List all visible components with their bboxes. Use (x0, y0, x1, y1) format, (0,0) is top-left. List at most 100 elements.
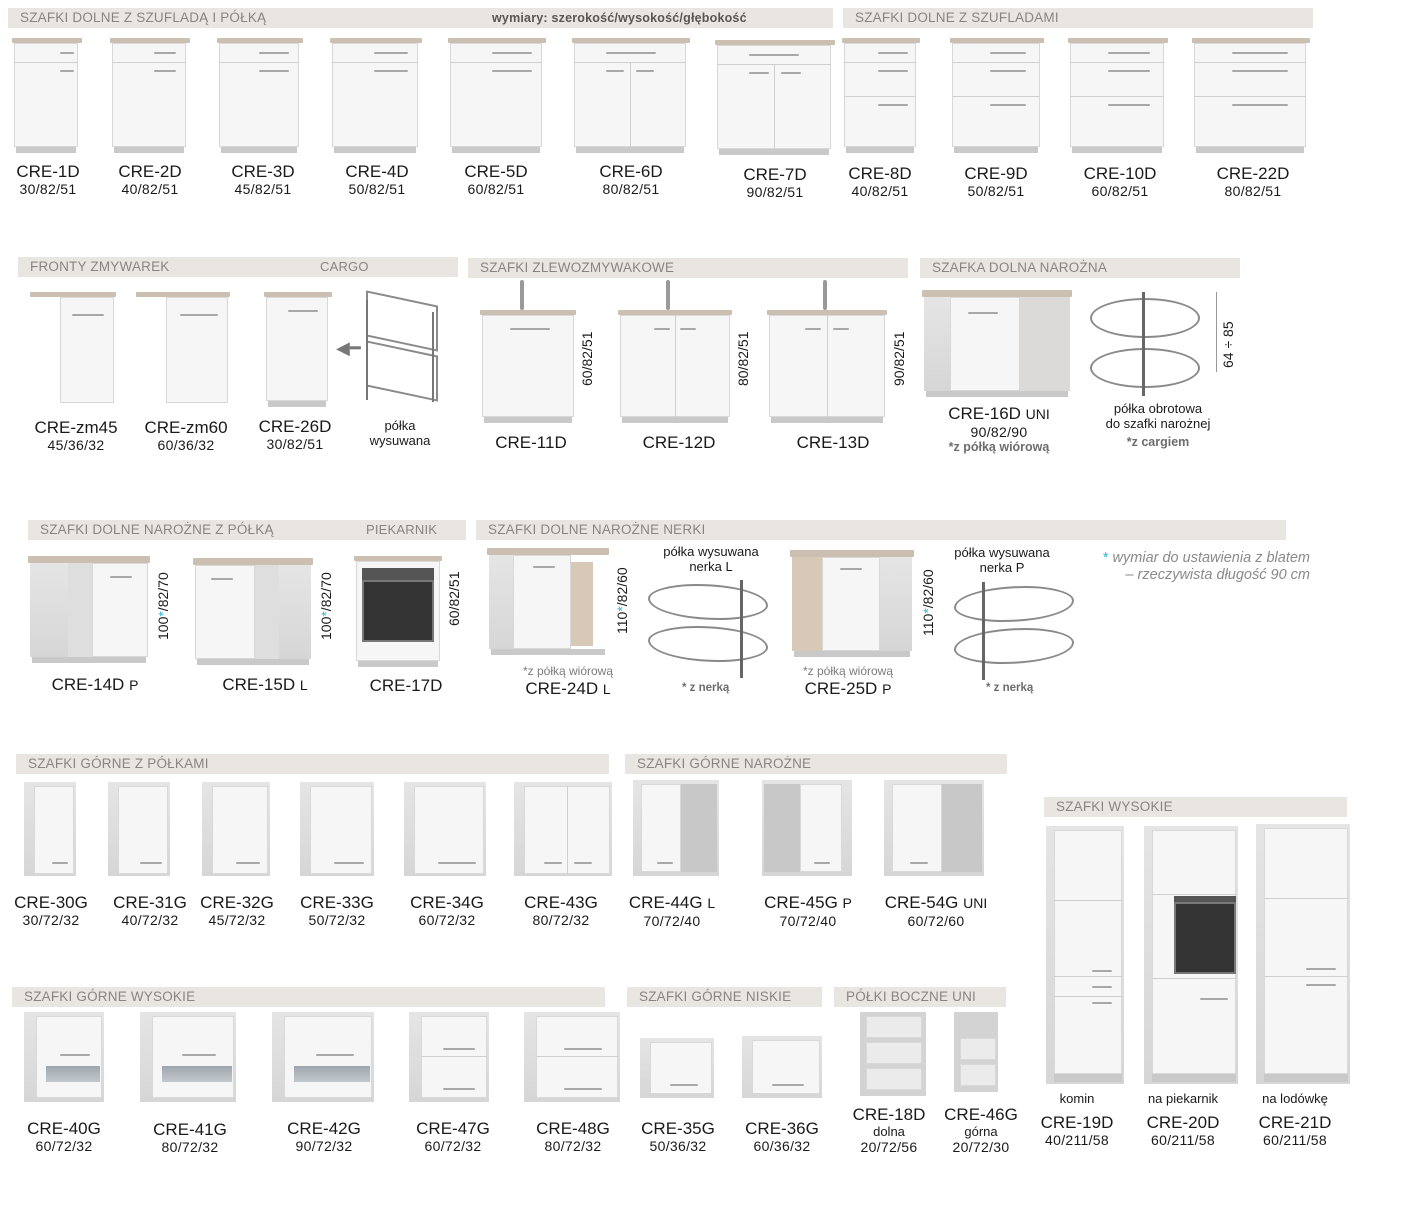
product-code: CRE-zm60 (144, 418, 228, 437)
note-line: nerka L (689, 559, 733, 574)
product-dimensions: 30/82/51 (19, 181, 77, 197)
vertical-dimension: 100*/82/70 (155, 572, 171, 640)
product-dimensions: 60/72/32 (418, 912, 476, 928)
cabinet-drawing (1192, 38, 1310, 156)
product-code: CRE-13D (796, 433, 870, 452)
section-title: SZAFKI DOLNE Z SZUFLADAMI (855, 10, 1059, 25)
product-dimensions: 90/82/90 (970, 424, 1028, 440)
note-line: półka obrotowa (1113, 401, 1203, 416)
vertical-dimension: 64 ÷ 85 (1220, 321, 1236, 368)
vertical-dimension: 100*/82/70 (318, 572, 334, 640)
product-code: CRE-33G (300, 893, 374, 912)
wall-cabinet-drawing (300, 782, 374, 876)
product-code: CRE-41G (153, 1120, 227, 1139)
product-label: CRE-26D 30/82/51 (253, 417, 337, 452)
product-dimensions: 45/72/32 (208, 912, 266, 928)
product-dimensions: 45/82/51 (234, 181, 292, 197)
kidney-shelf-note: półka wysuwana nerka P (947, 545, 1057, 575)
product-code: CRE-9D (964, 164, 1028, 183)
product-label: CRE-46G górna 20/72/30 (938, 1105, 1024, 1155)
product-label: CRE-33G 50/72/32 (296, 893, 378, 928)
section-header-tall-cabinets: SZAFKI WYSOKIE (1044, 797, 1347, 817)
section-header-wall-corner: SZAFKI GÓRNE NAROŻNE (625, 754, 1007, 774)
section-title: SZAFKI DOLNE NAROŻNE Z PÓŁKĄ (40, 522, 274, 537)
product-label: CRE-11D (488, 433, 574, 452)
cabinet-drawing (264, 292, 332, 410)
product-dimensions: 60/211/58 (1151, 1132, 1215, 1148)
vertical-dimension: 80/82/51 (735, 331, 751, 387)
wall-tall-cabinet-drawing (524, 1012, 620, 1102)
cabinet-drawing (448, 38, 546, 156)
product-dimensions: 30/72/32 (22, 912, 80, 928)
product-code: CRE-12D (642, 433, 716, 452)
product-label: CRE-2D 40/82/51 (110, 162, 190, 197)
arrow-left-icon: ◀━ (336, 338, 361, 358)
section-header-wall-shelves: SZAFKI GÓRNE Z PÓŁKAMI (16, 754, 609, 774)
product-label: CRE-10D 60/82/51 (1080, 164, 1160, 199)
section-header-corner-base: SZAFKA DOLNA NAROŻNA (920, 258, 1240, 278)
section-title: PÓŁKI BOCZNE UNI (846, 989, 976, 1004)
oven-cabinet-drawing (354, 556, 442, 668)
corner-cabinet-drawing (922, 290, 1072, 402)
product-dimensions: 50/82/51 (967, 183, 1025, 199)
product-label: CRE-9D 50/82/51 (956, 164, 1036, 199)
product-code: CRE-34G (410, 893, 484, 912)
product-dimensions: 80/72/32 (532, 912, 590, 928)
wall-low-cabinet-drawing (742, 1036, 822, 1098)
corner-cabinet-drawing (487, 548, 609, 660)
product-label: CRE-7D 90/82/51 (735, 165, 815, 200)
product-dimensions: 40/82/51 (121, 181, 179, 197)
vertical-dimension: 110*/82/60 (920, 569, 936, 636)
section-title: SZAFKI GÓRNE Z PÓŁKAMI (28, 756, 209, 771)
tall-cabinet-drawing (1046, 826, 1124, 1084)
product-code: CRE-20D (1146, 1113, 1220, 1132)
wall-cabinet-drawing (108, 782, 170, 876)
dimension-footnote: * wymiar do ustawienia z blatem – rzeczy… (1090, 550, 1310, 584)
product-note: na lodówkę (1262, 1091, 1328, 1106)
section-title: FRONTY ZMYWAREK (30, 259, 170, 274)
product-dimensions: 80/72/32 (161, 1139, 219, 1155)
section-title: SZAFKI WYSOKIE (1056, 799, 1173, 814)
product-code: CRE-11D (495, 433, 567, 452)
kidney-shelf-footnote: * z nerką (682, 682, 730, 694)
product-code: CRE-8D (848, 164, 912, 183)
product-label: CRE-8D 40/82/51 (840, 164, 920, 199)
note-line: półka wysuwana (954, 545, 1050, 560)
cabinet-drawing (715, 40, 835, 158)
tall-fridge-cabinet-drawing (1256, 824, 1350, 1084)
wall-corner-cabinet-drawing (762, 780, 852, 876)
cabinet-drawing (1068, 38, 1168, 156)
note-line: półka (384, 418, 416, 433)
section-header-side-shelves: PÓŁKI BOCZNE UNI (834, 987, 1006, 1007)
product-dimensions: 60/211/58 (1263, 1132, 1327, 1148)
product-dimensions: 90/72/32 (295, 1138, 353, 1154)
product-dimensions: 30/82/51 (266, 436, 324, 452)
product-code: CRE-7D (743, 165, 807, 184)
rotating-shelf-drawing (1088, 292, 1220, 398)
product-dimensions: 80/82/51 (602, 181, 660, 197)
product-dimensions: 45/36/32 (47, 437, 105, 453)
cabinet-drawing (110, 38, 190, 156)
wall-corner-cabinet-drawing (633, 780, 719, 876)
note-line: wysuwana (369, 433, 431, 448)
side-shelf-drawing (954, 1012, 998, 1092)
corner-cabinet-drawing (193, 558, 313, 670)
cabinet-drawing (842, 38, 920, 156)
product-label: *z półką wiórową CRE-25D P (778, 664, 918, 699)
section-title: SZAFKI GÓRNE NAROŻNE (637, 756, 812, 771)
wall-cabinet-drawing (514, 782, 612, 876)
product-label: CRE-6D 80/82/51 (591, 162, 671, 197)
product-label: CRE-32G 45/72/32 (196, 893, 278, 928)
product-note: dolna (873, 1124, 905, 1139)
product-note: *z półką wiórową (948, 440, 1050, 454)
product-code: CRE-30G (14, 893, 88, 912)
section-subtitle-oven: PIEKARNIK (366, 522, 438, 537)
product-code: CRE-48G (536, 1119, 610, 1138)
product-label: CRE-54G UNI 60/72/60 (880, 893, 992, 929)
product-code: CRE-14D P (51, 675, 139, 694)
product-label: CRE-47G 60/72/32 (411, 1119, 495, 1154)
product-label: CRE-36G 60/36/32 (740, 1119, 824, 1154)
product-label: CRE-42G 90/72/32 (282, 1119, 366, 1154)
section-title: SZAFKI GÓRNE WYSOKIE (24, 989, 196, 1004)
section-header-dishwasher-fronts: FRONTY ZMYWAREK CARGO (18, 257, 458, 277)
